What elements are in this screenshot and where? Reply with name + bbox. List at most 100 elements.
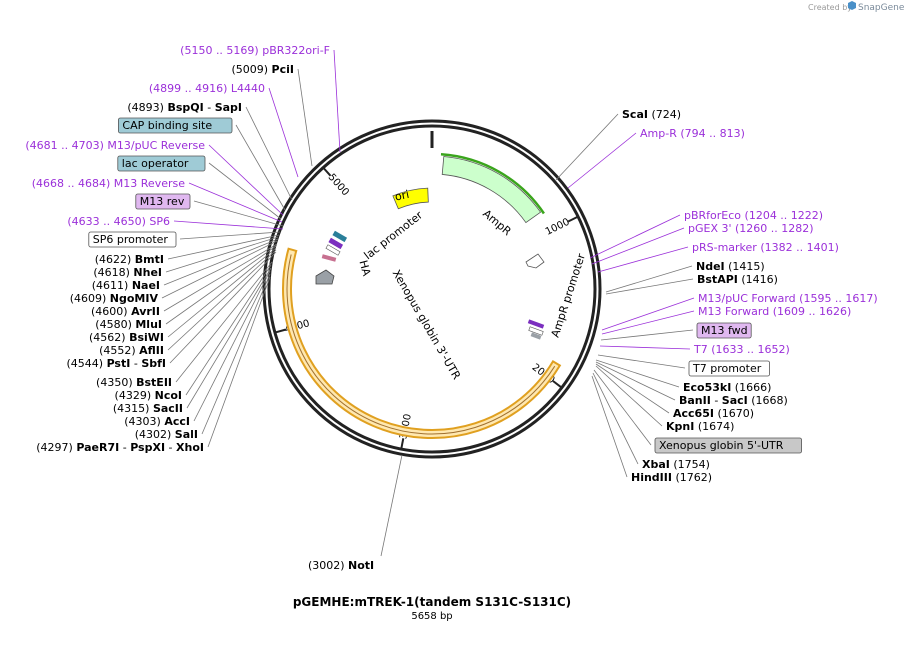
enzyme-label[interactable]: (4609) NgoMIV: [70, 292, 159, 305]
feature-box-label: M13 fwd: [701, 324, 748, 337]
enzyme-label[interactable]: (4329) NcoI: [115, 389, 182, 402]
xenopus-3utr-feature[interactable]: [282, 247, 562, 439]
leader-line: [163, 243, 278, 312]
feature-box[interactable]: [688, 360, 770, 377]
leader-line: [245, 106, 293, 201]
enzyme-label[interactable]: (4580) MluI: [95, 318, 162, 331]
leader-line: [169, 251, 277, 364]
enzyme-label[interactable]: (4297) PaeR7I - PspXI - XhoI: [36, 441, 204, 454]
leader-line: [593, 369, 652, 446]
leader-line: [567, 132, 637, 189]
leader-line: [595, 365, 663, 427]
enzyme-label[interactable]: HindIII (1762): [631, 471, 712, 484]
primer-label[interactable]: pRS-marker (1382 .. 1401): [692, 241, 839, 254]
primer-label[interactable]: (4668 .. 4684) M13 Reverse: [32, 177, 185, 190]
primer-label[interactable]: T7 (1633 .. 1652): [693, 343, 790, 356]
tick-mark: [567, 215, 579, 223]
plasmid-backbone-outer: [262, 119, 602, 459]
leader-line: [186, 267, 272, 409]
leader-line: [207, 276, 271, 448]
leader-line: [595, 363, 670, 414]
enzyme-label[interactable]: Acc65I (1670): [673, 407, 754, 420]
enzyme-label[interactable]: (5009) PciI: [231, 63, 294, 76]
enzyme-label[interactable]: (4350) BstEII: [96, 376, 172, 389]
mcs-cluster-right: [527, 319, 545, 340]
primer-label[interactable]: (4899 .. 4916) L4440: [149, 82, 265, 95]
leader-line: [592, 372, 639, 465]
leader-line: [601, 310, 695, 335]
leader-line: [297, 68, 313, 167]
ori-feature[interactable]: [392, 187, 429, 210]
ampr-promoter-label: AmpR promoter: [549, 252, 589, 340]
tick-mark: [322, 166, 332, 177]
enzyme-label[interactable]: (4562) BsiWI: [89, 331, 164, 344]
leader-line: [167, 247, 277, 338]
mcs-cluster-left: [321, 230, 348, 262]
feature-box[interactable]: [135, 193, 191, 210]
xenopus-3utr-label: Xenopus globin 3'-UTR: [390, 268, 464, 383]
primer-label[interactable]: pGEX 3' (1260 .. 1282): [688, 222, 814, 235]
leader-line: [595, 359, 680, 388]
feature-box[interactable]: [118, 117, 233, 134]
leader-line: [380, 454, 403, 557]
feature-box[interactable]: [654, 437, 803, 454]
leader-line: [163, 238, 279, 286]
leader-line: [599, 345, 691, 350]
enzyme-label[interactable]: Eco53kI (1666): [683, 381, 771, 394]
xenopus-3utr-inner-line: [286, 254, 556, 435]
leader-lines: [161, 49, 695, 557]
right-label-column: ScaI (724) Amp-R (794 .. 813) pBRforEco (1…: [622, 108, 878, 484]
leader-line: [165, 236, 279, 273]
leader-line: [193, 200, 284, 227]
enzyme-label[interactable]: BstAPI (1416): [697, 273, 778, 286]
enzyme-label[interactable]: XbaI (1754): [642, 458, 710, 471]
feature-box[interactable]: [88, 231, 177, 248]
left-label-column: (5150 .. 5169) pBR322ori-F (5009) PciI (48…: [25, 44, 330, 454]
enzyme-label[interactable]: ScaI (724): [622, 108, 681, 121]
enzyme-label[interactable]: (4544) PstI - SbfI: [66, 357, 166, 370]
credit-text: Created by: [808, 3, 852, 12]
ori-label: ori: [394, 188, 411, 204]
enzyme-label[interactable]: (4302) SalI: [135, 428, 198, 441]
noti-enzyme[interactable]: NotI: [348, 559, 374, 572]
tick-mark: [400, 438, 405, 450]
plasmid-title: pGEMHE:mTREK-1(tandem S131C-S131C): [293, 595, 571, 609]
enzyme-label[interactable]: (4600) AvrII: [91, 305, 160, 318]
primer-label[interactable]: M13/pUC Forward (1595 .. 1617): [698, 292, 878, 305]
ampr-feature[interactable]: [441, 156, 542, 224]
snapgene-logo-icon: [848, 1, 856, 10]
primer-label[interactable]: (4681 .. 4703) M13/pUC Reverse: [25, 139, 205, 152]
enzyme-label[interactable]: KpnI (1674): [666, 420, 734, 433]
feature-box[interactable]: [117, 155, 206, 172]
feature-box-label: SP6 promoter: [93, 233, 169, 246]
tick-label: 5000: [326, 172, 351, 198]
primer-label[interactable]: Amp-R (794 .. 813): [640, 127, 745, 140]
leader-line: [555, 113, 619, 181]
ampr-promoter-arrow[interactable]: [525, 253, 545, 269]
leader-line: [605, 278, 694, 295]
noti-position: (3002): [308, 559, 345, 572]
leader-line: [185, 264, 272, 396]
primer-label[interactable]: (4633 .. 4650) SP6: [67, 215, 170, 228]
primer-label[interactable]: M13 Forward (1609 .. 1626): [698, 305, 851, 318]
feature-box[interactable]: [696, 322, 752, 339]
leader-line: [201, 273, 271, 435]
enzyme-label[interactable]: (4303) AccI: [124, 415, 190, 428]
enzyme-label[interactable]: BanII - SacI (1668): [679, 394, 788, 407]
enzyme-label[interactable]: (4622) BmtI: [95, 253, 164, 266]
enzyme-label[interactable]: (4552) AflII: [99, 344, 164, 357]
leader-line: [333, 49, 341, 153]
leader-line: [591, 227, 685, 265]
leader-line: [173, 220, 284, 230]
enzyme-label[interactable]: NdeI (1415): [696, 260, 765, 273]
primer-label[interactable]: (5150 .. 5169) pBR322ori-F: [180, 44, 330, 57]
enzyme-label[interactable]: (4315) SacII: [113, 402, 183, 415]
ha-tag-feature[interactable]: [315, 269, 335, 285]
enzyme-label[interactable]: (4893) BspQI - SapI: [127, 101, 242, 114]
enzyme-label[interactable]: (4618) NheI: [93, 266, 162, 279]
tick-label: 1000: [544, 217, 572, 238]
tick-mark: [274, 328, 286, 334]
enzyme-label[interactable]: (4611) NaeI: [92, 279, 160, 292]
primer-label[interactable]: pBRforEco (1204 .. 1222): [684, 209, 823, 222]
